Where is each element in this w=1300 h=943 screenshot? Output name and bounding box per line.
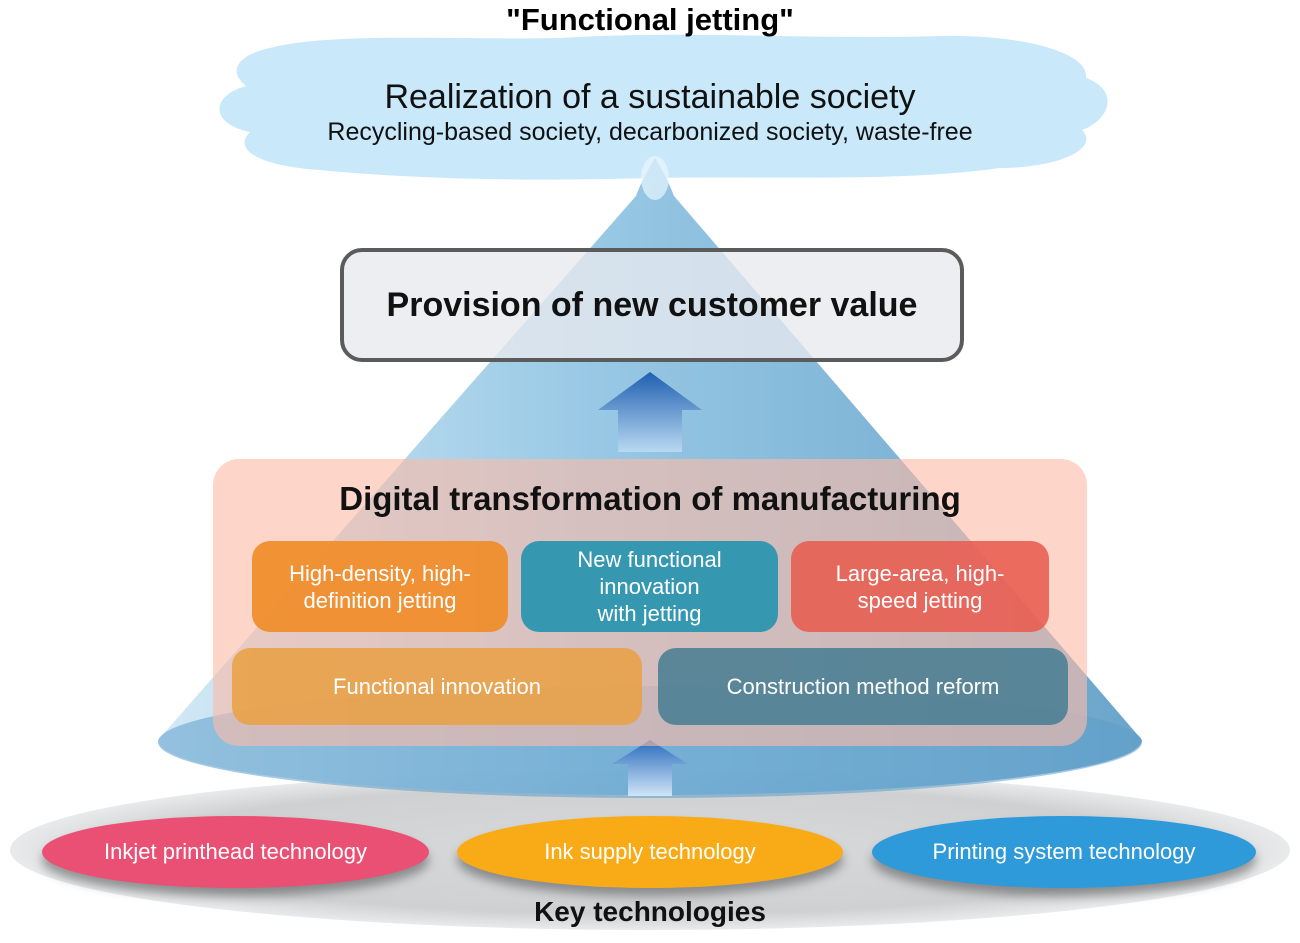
customer-value-box: Provision of new customer value — [340, 248, 964, 362]
digital-transformation-title: Digital transformation of manufacturing — [339, 480, 961, 517]
sustainable-society-heading: Realization of a sustainable society — [384, 78, 916, 116]
high-density-jetting-box: High-density, high- definition jetting — [252, 541, 508, 632]
cone-tip-highlight — [641, 156, 669, 200]
lower-arrow — [612, 740, 688, 796]
diagram-title: "Functional jetting" — [506, 2, 794, 37]
upper-arrow — [598, 372, 702, 452]
ink-supply-technology-oval: Ink supply technology — [457, 816, 843, 888]
inkjet-printhead-technology-label: Inkjet printhead technology — [104, 839, 367, 864]
functional-innovation-jetting-label: New functional innovation with jetting — [577, 547, 722, 626]
sustainable-society-subheading: Recycling-based society, decarbonized so… — [327, 118, 973, 146]
large-area-jetting-label: Large-area, high- speed jetting — [835, 560, 1005, 613]
functional-innovation-jetting-box: New functional innovation with jetting — [521, 541, 778, 632]
ink-supply-technology-label: Ink supply technology — [544, 839, 756, 864]
inkjet-printhead-technology-oval: Inkjet printhead technology — [42, 816, 429, 888]
printing-system-technology-label: Printing system technology — [932, 839, 1196, 864]
construction-method-reform-box: Construction method reform — [658, 648, 1068, 725]
customer-value-label: Provision of new customer value — [386, 285, 918, 324]
key-technologies-label: Key technologies — [534, 896, 766, 927]
large-area-jetting-box: Large-area, high- speed jetting — [791, 541, 1049, 632]
cloud — [219, 34, 1108, 180]
functional-innovation-box: Functional innovation — [232, 648, 642, 725]
printing-system-technology-oval: Printing system technology — [872, 816, 1256, 888]
functional-innovation-label: Functional innovation — [333, 674, 541, 699]
construction-method-reform-label: Construction method reform — [726, 674, 1000, 699]
high-density-jetting-label: High-density, high- definition jetting — [289, 560, 471, 613]
